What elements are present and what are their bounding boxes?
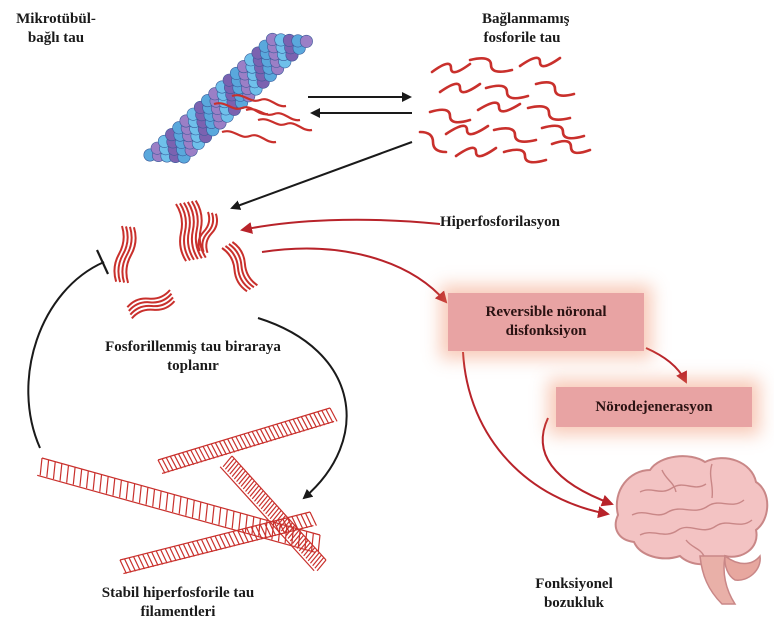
stable-tau-filaments [37, 408, 337, 574]
unbound-tau-strands [420, 58, 590, 162]
aggregated-tau-bundles [113, 200, 260, 321]
label-phospho-tau-aggregates: Fosforillenmiş tau biraraya toplanır [98, 338, 288, 376]
box-reversible-dysfunction: Reversible nöronal disfonksiyon [448, 293, 644, 351]
equilibrium-arrows [308, 97, 412, 113]
microtubule [144, 33, 313, 163]
to-dysfunction-arrow [262, 249, 446, 302]
dysfunction-to-brain-arrow [463, 352, 608, 514]
to-neurodegeneration-arrow [646, 348, 686, 382]
label-functional-impairment: Fonksiyonel bozukluk [524, 575, 624, 613]
neurodegeneration-to-brain-arrow [543, 418, 612, 504]
detach-arrow [232, 142, 412, 208]
label-microtubule-bound-tau: Mikrotübül-bağlı tau [4, 10, 108, 48]
label-unbound-phospho-tau: Bağlanmamış fosforile tau [482, 10, 562, 48]
label-stable-filaments: Stabil hiperfosforile tau filamentleri [88, 584, 268, 622]
label-hyperphosphorylation: Hiperfosforilasyon [440, 213, 630, 232]
brain-icon [616, 456, 768, 604]
box-neurodegeneration: Nörodejenerasyon [556, 387, 752, 427]
hyperphosphorylation-arrow [242, 220, 440, 230]
inhibition-arrow-left [28, 250, 108, 448]
